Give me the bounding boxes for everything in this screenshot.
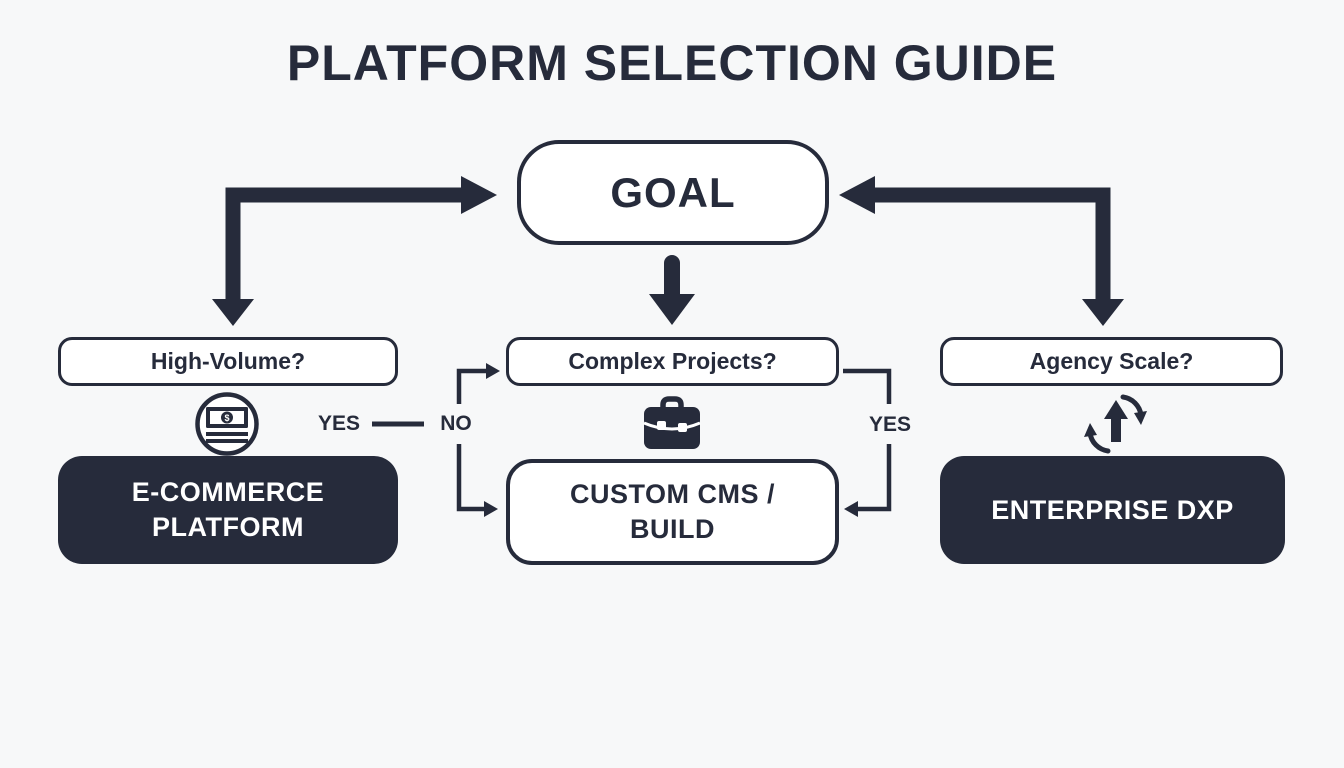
node-agency-scale: Agency Scale? xyxy=(940,337,1283,386)
edge-label-yes-right: YES xyxy=(868,413,912,436)
connector-no-down xyxy=(456,444,484,512)
custom-cms-label-line2: BUILD xyxy=(630,514,715,544)
complex-projects-label: Complex Projects? xyxy=(568,348,777,374)
money-banknote-icon: $ xyxy=(195,392,259,456)
node-complex-projects: Complex Projects? xyxy=(506,337,839,386)
ecommerce-label-line1: E-COMMERCE xyxy=(131,477,325,508)
arrowhead-down-right xyxy=(1082,299,1124,326)
briefcase-icon xyxy=(643,396,701,449)
arrowhead-no-down xyxy=(484,501,498,517)
arrowhead-yes-into-cms xyxy=(844,501,858,517)
arrowhead-down-left xyxy=(212,299,254,326)
sync-cycle-icon xyxy=(1084,394,1147,454)
node-ecommerce-platform: E-COMMERCE PLATFORM xyxy=(58,456,398,564)
agency-scale-label: Agency Scale? xyxy=(1029,348,1194,374)
custom-cms-label-line1: CUSTOM CMS / xyxy=(569,479,775,510)
edge-label-yes-left: YES xyxy=(317,412,361,435)
connector-yes-bottom xyxy=(858,444,892,512)
arrowhead-into-goal-left xyxy=(461,176,497,214)
arrowhead-no-up xyxy=(486,363,500,379)
node-goal: GOAL xyxy=(517,140,829,245)
node-custom-cms: CUSTOM CMS / BUILD xyxy=(506,459,839,565)
node-enterprise-dxp: ENTERPRISE DXP xyxy=(940,456,1285,564)
ecommerce-label-line2: PLATFORM xyxy=(152,512,304,542)
connector-no-up xyxy=(456,368,486,404)
enterprise-dxp-label: ENTERPRISE DXP xyxy=(991,494,1234,525)
arrowhead-center-down xyxy=(649,294,695,325)
high-volume-label: High-Volume? xyxy=(150,348,306,374)
arrow-left-elbow xyxy=(225,187,463,302)
goal-label: GOAL xyxy=(610,168,736,216)
page-title: PLATFORM SELECTION GUIDE xyxy=(286,35,1058,91)
edge-label-no: NO xyxy=(440,412,472,435)
arrowhead-into-goal-right xyxy=(839,176,875,214)
node-high-volume: High-Volume? xyxy=(58,337,398,386)
arrow-right-elbow xyxy=(873,187,1111,302)
svg-text:$: $ xyxy=(224,413,229,423)
connector-yes-top xyxy=(843,368,892,404)
